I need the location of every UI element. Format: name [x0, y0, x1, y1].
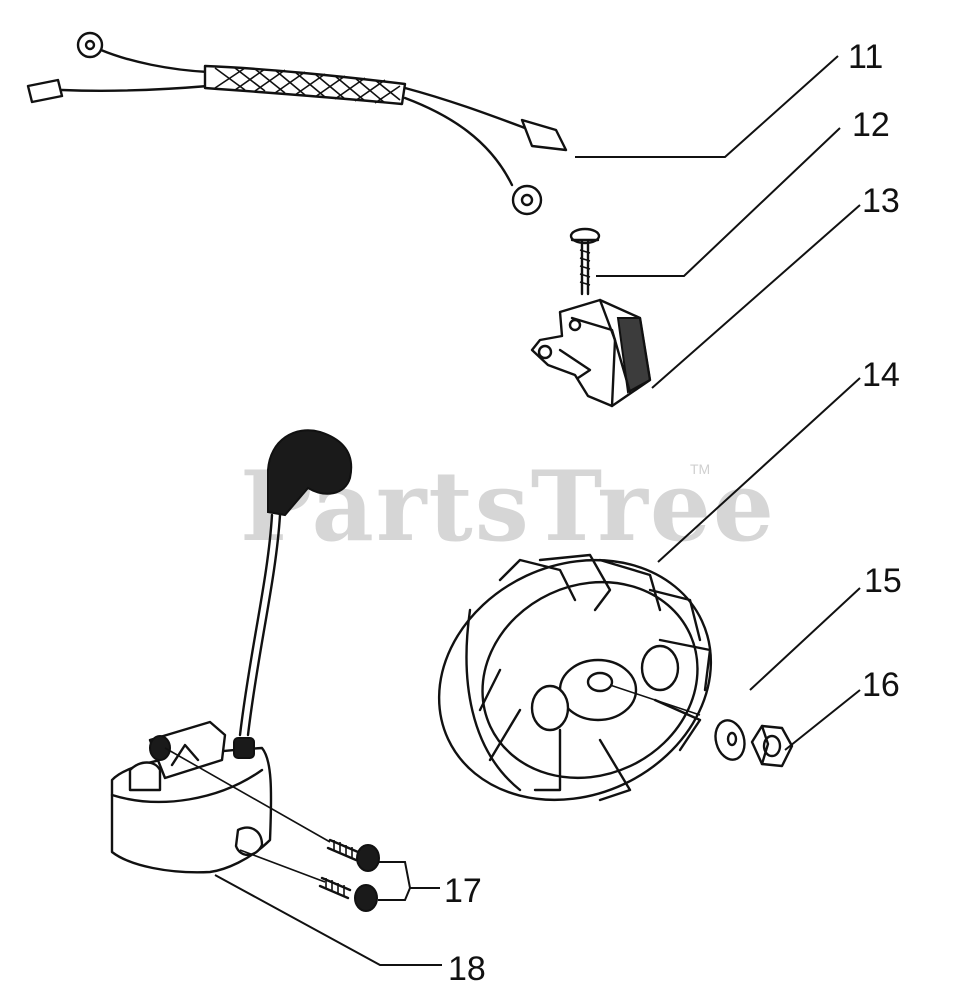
- leader-17: [378, 861, 440, 901]
- callout-14: 14: [862, 356, 900, 394]
- callout-15: 15: [864, 562, 902, 600]
- leader-15: [749, 587, 861, 691]
- leader-13: [651, 204, 861, 389]
- callout-16: 16: [862, 666, 900, 704]
- part-nut[interactable]: [750, 724, 794, 768]
- callout-13: 13: [862, 182, 900, 220]
- part-ignition-coil[interactable]: [110, 429, 353, 874]
- callout-11: 11: [848, 38, 883, 76]
- callout-labels: 11 12 13 14 15 16 17 18: [444, 38, 902, 988]
- leader-14: [657, 377, 861, 563]
- leader-11: [575, 55, 839, 158]
- part-washer[interactable]: [711, 717, 748, 763]
- part-wire-harness[interactable]: [26, 31, 568, 216]
- callout-18: 18: [448, 950, 486, 988]
- leader-lines: [164, 55, 861, 966]
- bolt-alignment-lines: [164, 747, 331, 883]
- callout-17: 17: [444, 872, 482, 910]
- leader-12: [596, 127, 841, 277]
- part-screw[interactable]: [569, 227, 601, 296]
- callout-12: 12: [852, 106, 890, 144]
- part-module[interactable]: [530, 298, 652, 408]
- part-bolts[interactable]: [318, 838, 380, 912]
- part-flywheel[interactable]: [400, 517, 751, 844]
- leader-18: [214, 874, 442, 966]
- leader-16: [784, 689, 861, 751]
- watermark-trademark: TM: [690, 461, 710, 477]
